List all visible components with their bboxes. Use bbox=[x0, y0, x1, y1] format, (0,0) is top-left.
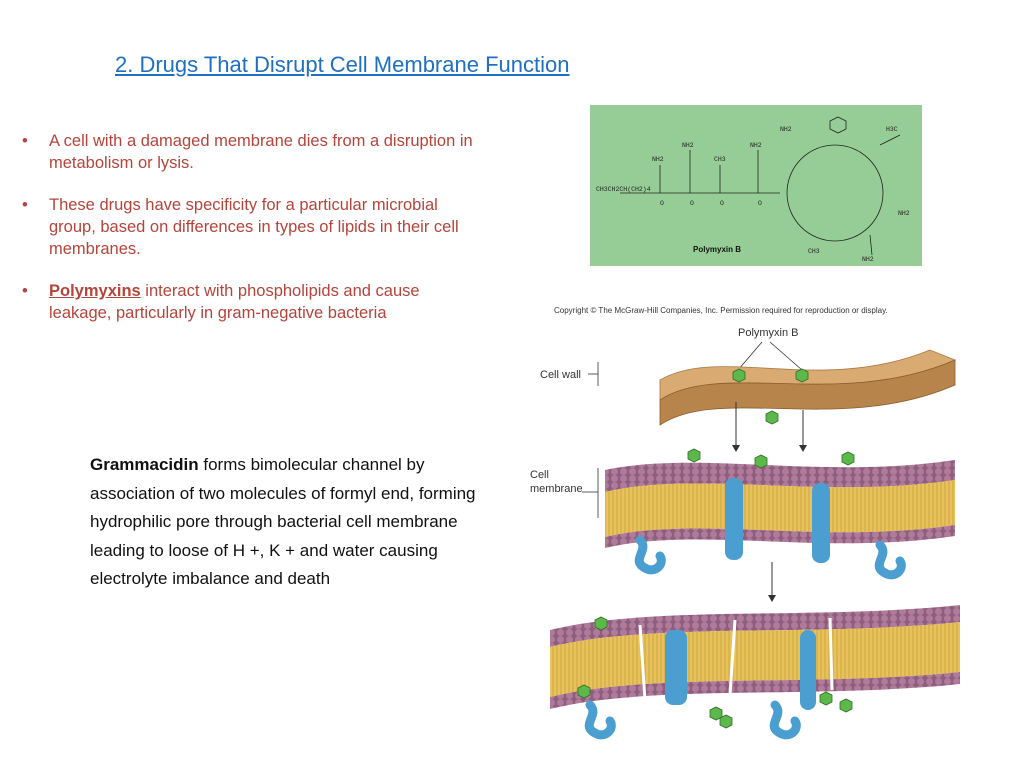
polymyxin-marker bbox=[795, 368, 809, 383]
disrupted-membrane-top bbox=[550, 605, 960, 647]
cell-wall-front bbox=[659, 359, 956, 426]
svg-text:CH3CH2CH(CH2)4: CH3CH2CH(CH2)4 bbox=[596, 186, 651, 193]
slide-title: 2. Drugs That Disrupt Cell Membrane Func… bbox=[115, 52, 570, 77]
disrupted-membrane-tails bbox=[550, 622, 960, 697]
membrane-protein bbox=[812, 483, 830, 563]
polymyxin-marker bbox=[732, 368, 746, 383]
svg-text:CH3: CH3 bbox=[714, 156, 726, 163]
svg-text:NH2: NH2 bbox=[652, 156, 664, 163]
disrupted-membrane-bottom bbox=[550, 672, 960, 709]
diagram-title: Polymyxin B bbox=[738, 327, 799, 339]
svg-text:O: O bbox=[720, 200, 724, 207]
cell-membrane-label-2: membrane bbox=[530, 483, 583, 495]
bullet-text: interact with phospholipids and cause le… bbox=[49, 282, 420, 322]
gramicidin-text: forms bimolecular channel by association… bbox=[90, 455, 476, 588]
gramicidin-term: Grammacidin bbox=[90, 455, 199, 474]
cell-membrane-label-1: Cell bbox=[530, 469, 549, 481]
bullet-glyph: • bbox=[22, 196, 28, 214]
svg-text:NH2: NH2 bbox=[750, 142, 762, 149]
bullet-glyph: • bbox=[22, 282, 28, 300]
polymyxin-structure-figure: CH3CH2CH(CH2)4 NH2 NH2 CH3 NH2 NH2 H3C N… bbox=[590, 105, 922, 266]
chemical-structure-drawing: CH3CH2CH(CH2)4 NH2 NH2 CH3 NH2 NH2 H3C N… bbox=[596, 116, 910, 263]
membrane-protein bbox=[725, 478, 743, 560]
svg-text:O: O bbox=[690, 200, 694, 207]
svg-text:NH2: NH2 bbox=[898, 210, 910, 217]
svg-text:NH2: NH2 bbox=[682, 142, 694, 149]
svg-text:CH3: CH3 bbox=[808, 248, 820, 255]
copyright-notice: Copyright © The McGraw-Hill Companies, I… bbox=[554, 306, 888, 315]
structure-label: Polymyxin B bbox=[693, 245, 742, 254]
cell-wall-label: Cell wall bbox=[540, 369, 581, 381]
bullet-term: Polymyxins bbox=[49, 282, 141, 300]
membrane-top-heads bbox=[605, 460, 955, 492]
svg-text:O: O bbox=[660, 200, 664, 207]
bullet-item: • A cell with a damaged membrane dies fr… bbox=[22, 130, 477, 174]
bullet-item: • These drugs have specificity for a par… bbox=[22, 194, 477, 260]
bullet-item: • Polymyxins interact with phospholipids… bbox=[22, 280, 477, 324]
membrane-tails bbox=[605, 480, 955, 537]
bullet-glyph: • bbox=[22, 132, 28, 150]
bullet-list: • A cell with a damaged membrane dies fr… bbox=[22, 130, 477, 344]
membrane-disruption-diagram: Polymyxin B Cell wall Cell membrane bbox=[530, 327, 960, 740]
svg-text:NH2: NH2 bbox=[780, 126, 792, 133]
membrane-bottom-heads bbox=[605, 525, 955, 548]
svg-text:H3C: H3C bbox=[886, 126, 898, 133]
bullet-text: These drugs have specificity for a parti… bbox=[49, 196, 459, 258]
svg-text:O: O bbox=[758, 200, 762, 207]
gramicidin-paragraph: Grammacidin forms bimolecular channel by… bbox=[90, 451, 485, 594]
svg-text:NH2: NH2 bbox=[862, 256, 874, 263]
bullet-text: A cell with a damaged membrane dies from… bbox=[49, 132, 473, 172]
